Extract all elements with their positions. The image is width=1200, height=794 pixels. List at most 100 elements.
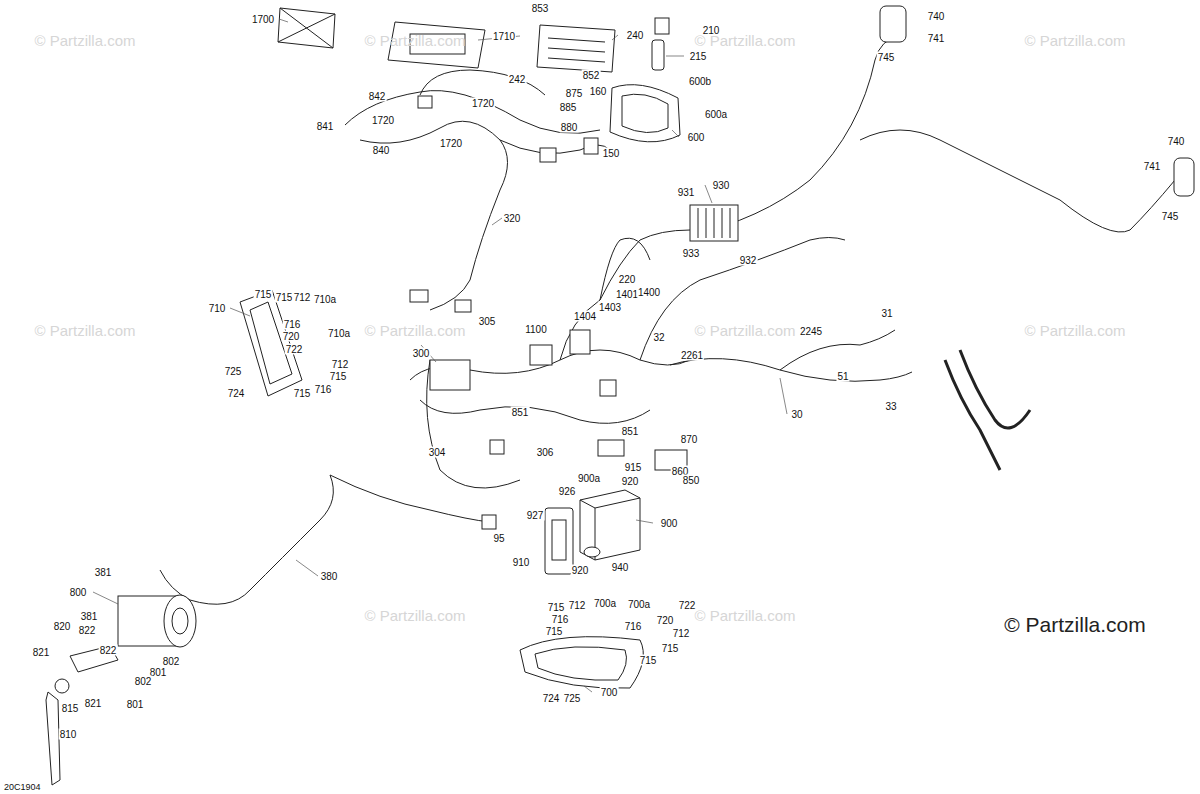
callout-number: 926: [558, 486, 577, 497]
callout-number: 2245: [799, 326, 823, 337]
callout-number: 2261: [680, 350, 704, 361]
callout-number: 381: [80, 611, 99, 622]
callout-number: 900a: [577, 473, 601, 484]
callout-number: 821: [32, 647, 51, 658]
callout-number: 1700: [251, 14, 275, 25]
callout-number: 712: [331, 359, 350, 370]
callout-number: 741: [1143, 161, 1162, 172]
callout-number: 930: [712, 180, 731, 191]
callout-number: 841: [316, 121, 335, 132]
callout-number: 715: [293, 388, 312, 399]
callout-number: 840: [372, 145, 391, 156]
callout-number: 900: [660, 518, 679, 529]
callout-number: 1400: [637, 287, 661, 298]
callout-number: 802: [134, 676, 153, 687]
callout-number: 821: [84, 698, 103, 709]
callout-number: 725: [224, 366, 243, 377]
callout-number: 822: [78, 625, 97, 636]
callout-number: 745: [1161, 211, 1180, 222]
callout-number: 710a: [327, 328, 351, 339]
watermark-text: © Partzilla.com: [693, 32, 796, 49]
callout-number: 915: [624, 462, 643, 473]
callout-number: 870: [680, 434, 699, 445]
figure-code: 20C1904: [3, 781, 42, 792]
callout-number: 712: [568, 600, 587, 611]
callout-number: 700a: [627, 599, 651, 610]
watermark-text: © Partzilla.com: [363, 32, 466, 49]
callout-number: 95: [492, 533, 505, 544]
callout-number: 33: [884, 401, 897, 412]
callout-number: 1720: [439, 138, 463, 149]
callout-number: 853: [531, 3, 550, 14]
callout-number: 815: [61, 703, 80, 714]
callout-number: 700a: [593, 598, 617, 609]
callout-number: 240: [626, 30, 645, 41]
callout-number: 851: [511, 407, 530, 418]
callout-number: 740: [1167, 136, 1186, 147]
callout-number: 715: [275, 292, 294, 303]
callout-number: 875: [565, 88, 584, 99]
callout-number: 712: [672, 628, 691, 639]
callout-number: 940: [611, 562, 630, 573]
callout-number: 716: [283, 319, 302, 330]
callout-number: 32: [652, 332, 665, 343]
callout-number: 380: [320, 571, 339, 582]
callout-number: 160: [589, 86, 608, 97]
callout-number: 802: [162, 656, 181, 667]
callout-number: 801: [126, 699, 145, 710]
callout-number: 215: [689, 51, 708, 62]
watermark-text: © Partzilla.com: [1023, 32, 1126, 49]
callout-number: 1401: [615, 289, 639, 300]
callout-number: 851: [621, 426, 640, 437]
callout-number: 741: [927, 33, 946, 44]
callout-number: 710a: [313, 294, 337, 305]
callout-number: 910: [512, 557, 531, 568]
callout-number: 1100: [524, 324, 548, 335]
callout-number: 716: [314, 384, 333, 395]
callout-number: 31: [880, 308, 893, 319]
callout-number: 715: [329, 371, 348, 382]
callout-number: 724: [542, 693, 561, 704]
callout-number: 150: [602, 148, 621, 159]
callout-number: 600: [687, 132, 706, 143]
callout-number: 710: [208, 303, 227, 314]
callout-number: 220: [618, 274, 637, 285]
callout-number: 724: [227, 388, 246, 399]
callout-number: 715: [639, 655, 658, 666]
callout-number: 700: [600, 687, 619, 698]
callout-number: 850: [682, 475, 701, 486]
callout-number: 927: [526, 510, 545, 521]
callout-number: 1403: [598, 302, 622, 313]
callout-number: 810: [59, 729, 78, 740]
callout-number: 932: [739, 255, 758, 266]
callout-number: 885: [559, 102, 578, 113]
callout-number: 720: [282, 331, 301, 342]
callout-number: 820: [53, 621, 72, 632]
callout-number: 320: [503, 213, 522, 224]
callout-number: 1720: [371, 115, 395, 126]
callout-number: 600b: [688, 76, 712, 87]
callout-number: 600a: [704, 109, 728, 120]
callout-number: 822: [99, 645, 118, 656]
callout-number: 931: [677, 187, 696, 198]
callout-number: 800: [69, 587, 88, 598]
callout-number: 920: [571, 565, 590, 576]
watermark-text: © Partzilla.com: [363, 607, 466, 624]
callout-number: 725: [563, 693, 582, 704]
callout-number: 1404: [573, 311, 597, 322]
copyright-text: © Partzilla.com: [1003, 613, 1147, 637]
callout-number: 306: [536, 447, 555, 458]
callout-number: 300: [412, 348, 431, 359]
callout-number: 715: [661, 643, 680, 654]
callout-number: 1710: [492, 31, 516, 42]
callout-number: 722: [285, 344, 304, 355]
callout-number: 51: [836, 371, 849, 382]
watermark-text: © Partzilla.com: [693, 322, 796, 339]
callout-number: 722: [678, 600, 697, 611]
callout-number: 305: [478, 316, 497, 327]
callout-number: 715: [254, 289, 273, 300]
callout-number: 30: [790, 409, 803, 420]
callout-number: 1720: [471, 98, 495, 109]
